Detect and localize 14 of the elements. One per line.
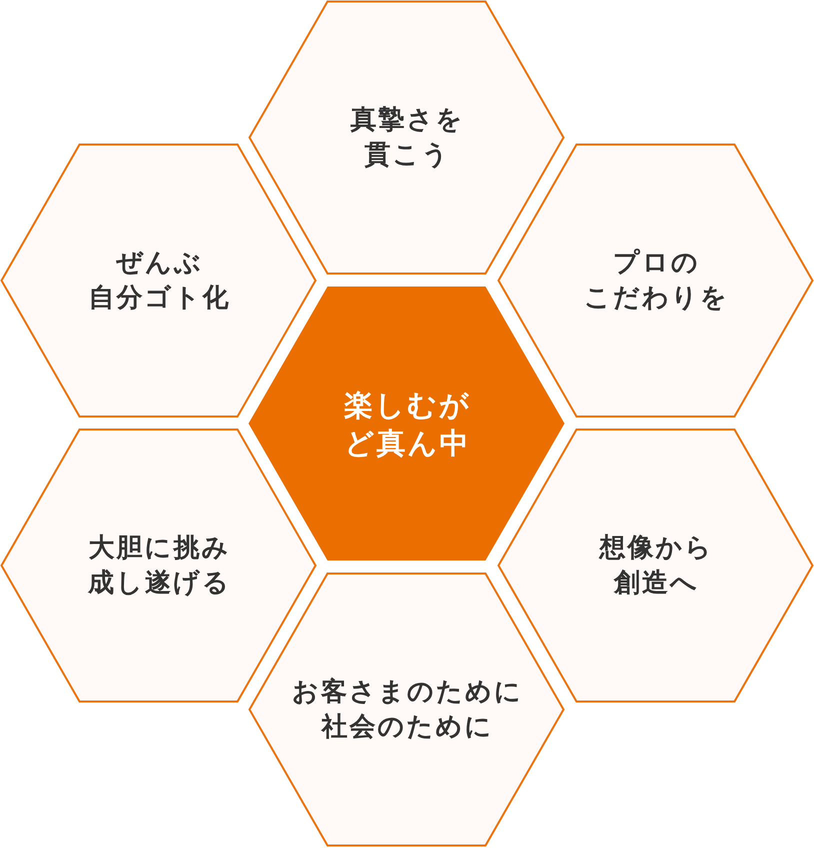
center-hexagon — [248, 286, 565, 561]
hexagon — [248, 0, 565, 275]
hexagon-label: 想像から創造へ — [598, 532, 714, 600]
hexagon — [0, 428, 317, 703]
hexagon-label: 真摯さを貫こう — [350, 104, 464, 172]
hexagon-label: 大胆に挑み成し遂げる — [86, 532, 231, 600]
hexagon — [0, 143, 317, 418]
hexagon-label: お客さまのために社会のために — [291, 676, 523, 744]
hexagon — [497, 143, 814, 418]
hexagon-label: 楽しむがど真ん中 — [343, 386, 471, 462]
hexagon — [248, 572, 565, 847]
hexagon-label: プロのこだわりを — [583, 246, 729, 314]
hexagon — [497, 428, 814, 703]
hexagon-label: ぜんぶ自分ゴト化 — [88, 246, 230, 314]
